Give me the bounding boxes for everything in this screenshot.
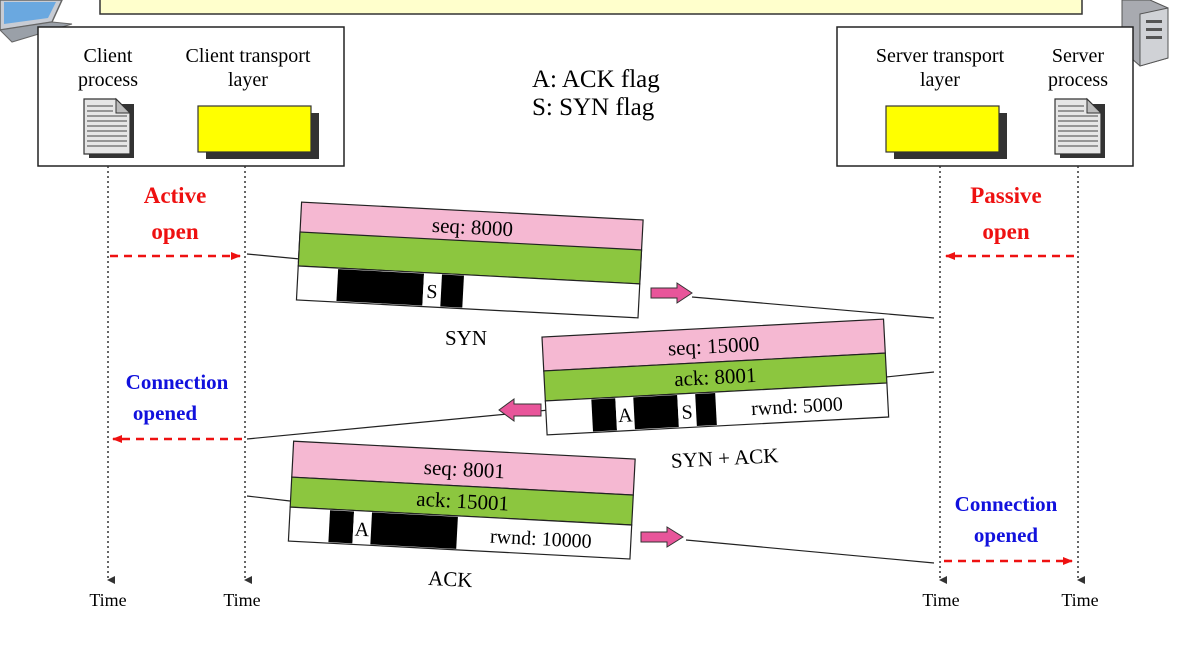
- synack-caption: SYN + ACK: [670, 443, 779, 473]
- syn-flag-s-text: S: [426, 281, 438, 304]
- syn-flag-s-cell: [422, 273, 442, 307]
- legend-syn-flag: S: SYN flag: [532, 94, 655, 121]
- ack-line-end: [685, 539, 935, 564]
- time-label-client-process: Time: [89, 590, 126, 610]
- active-open-label-line1: Active: [144, 183, 207, 208]
- server-transport-layer-block: [885, 105, 1000, 153]
- ack-flag-a-text: A: [354, 519, 370, 542]
- synack-ack-text: ack: 8001: [674, 363, 757, 391]
- synack-direction-arrow: [498, 398, 542, 422]
- client-document-icon: [83, 97, 134, 158]
- ack-direction-arrow: [640, 526, 684, 548]
- passive-open-label-line1: Passive: [970, 183, 1042, 208]
- client-connection-opened-line2: opened: [133, 401, 198, 425]
- time-label-server-transport: Time: [922, 590, 959, 610]
- server-transport-label-line2: layer: [920, 69, 960, 91]
- synack-seq-text: seq: 15000: [667, 332, 760, 361]
- syn-flags-black-2: [440, 274, 464, 308]
- server-connection-opened-line1: Connection: [955, 492, 1058, 516]
- client-process-label-line1: Client: [84, 45, 133, 67]
- synack-rwnd-text: rwnd: 5000: [751, 393, 844, 420]
- syn-direction-arrow: [650, 282, 693, 304]
- client-host-box: Client process Client transport layer: [37, 26, 345, 167]
- ack-flag-a-cell: [352, 511, 373, 545]
- client-transport-label-line2: layer: [228, 69, 268, 91]
- synack-flags-black-2: [633, 395, 679, 430]
- ack-seq-text: seq: 8001: [423, 455, 505, 483]
- syn-line-start: [246, 253, 301, 260]
- syn-segment: seq: 8000 S: [295, 201, 644, 319]
- top-banner: [99, 0, 1083, 15]
- server-host-box: Server transport layer Server process: [836, 26, 1134, 167]
- client-transport-label-line1: Client transport: [186, 45, 311, 67]
- server-process-label-line1: Server: [1052, 45, 1105, 67]
- time-label-client-transport: Time: [223, 590, 260, 610]
- server-transport-label-line1: Server transport: [876, 45, 1005, 67]
- time-label-server-process: Time: [1061, 590, 1098, 610]
- ack-line-start: [246, 495, 291, 502]
- synack-flag-s-text: S: [681, 401, 693, 424]
- ack-rwnd-text: rwnd: 10000: [489, 526, 592, 553]
- ack-ack-text: ack: 15001: [416, 487, 510, 516]
- syn-flags-black: [336, 269, 425, 306]
- synack-flag-s-cell: [677, 394, 697, 427]
- synack-line-start: [885, 371, 935, 378]
- synack-flag-a-text: A: [617, 404, 633, 427]
- ack-segment: seq: 8001 ack: 15001 A rwnd: 10000: [287, 440, 636, 560]
- ack-flags-black-1: [328, 510, 355, 544]
- synack-flags-black-3: [695, 393, 717, 427]
- legend-ack-flag: A: ACK flag: [532, 66, 660, 93]
- syn-seq-text: seq: 8000: [431, 213, 513, 241]
- active-open-label-line2: open: [151, 219, 199, 244]
- server-connection-opened-line2: opened: [974, 523, 1039, 547]
- client-connection-opened-line1: Connection: [126, 370, 229, 394]
- client-process-label-line2: process: [78, 69, 138, 91]
- ack-caption: ACK: [428, 566, 474, 592]
- synack-line-end: [246, 409, 550, 440]
- client-transport-layer-block: [197, 105, 312, 153]
- server-process-label-line2: process: [1048, 69, 1108, 91]
- synack-flag-a-cell: [615, 397, 635, 431]
- ack-flags-black-2: [370, 512, 458, 549]
- server-document-icon: [1054, 97, 1105, 158]
- synack-flags-black-1: [591, 398, 617, 432]
- passive-open-label-line2: open: [982, 219, 1030, 244]
- synack-segment: seq: 15000 ack: 8001 A S rwnd: 5000: [541, 318, 890, 436]
- syn-caption: SYN: [445, 326, 487, 350]
- syn-line-end: [691, 296, 935, 319]
